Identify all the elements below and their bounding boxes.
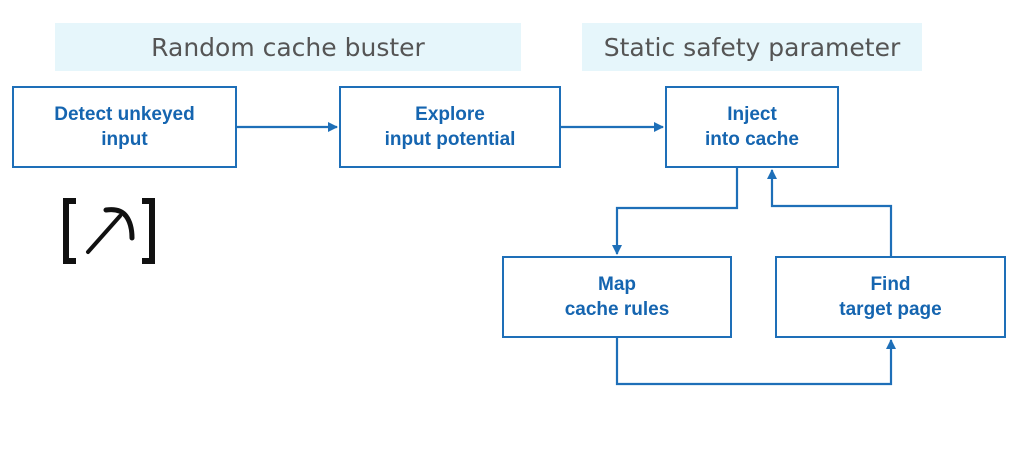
banner-static-safety-parameter: Static safety parameter	[582, 23, 922, 71]
arrow-inject-to-map	[612, 168, 739, 255]
step-label-line1: Detect unkeyed	[54, 104, 195, 125]
step-label-line2: cache rules	[564, 299, 670, 320]
bracket-right	[142, 198, 155, 264]
arrow-map-to-find	[615, 338, 896, 386]
step-find-target-page: Find target page	[775, 256, 1006, 338]
banner-label: Static safety parameter	[603, 32, 901, 62]
step-detect-unkeyed-input: Detect unkeyed input	[12, 86, 237, 168]
step-label-line1: Inject	[727, 104, 777, 125]
step-inject-into-cache: Inject into cache	[665, 86, 839, 168]
step-label-line2: into cache	[705, 129, 799, 150]
step-label-line1: Find	[870, 274, 911, 295]
bracket-left	[63, 198, 76, 264]
pickaxe-icon	[63, 198, 155, 264]
banner-random-cache-buster: Random cache buster	[55, 23, 521, 71]
step-explore-input-potential: Explore input potential	[339, 86, 561, 168]
pickaxe-head	[103, 207, 135, 241]
pickaxe-handle	[86, 214, 122, 254]
step-label-line1: Map	[598, 274, 636, 295]
banner-label: Random cache buster	[151, 32, 425, 62]
arrow-find-to-inject	[767, 169, 893, 256]
step-map-cache-rules: Map cache rules	[502, 256, 732, 338]
step-label-line2: target page	[839, 299, 942, 320]
step-label-line2: input potential	[384, 129, 516, 150]
step-label-line2: input	[101, 129, 148, 150]
step-label-line1: Explore	[415, 104, 485, 125]
